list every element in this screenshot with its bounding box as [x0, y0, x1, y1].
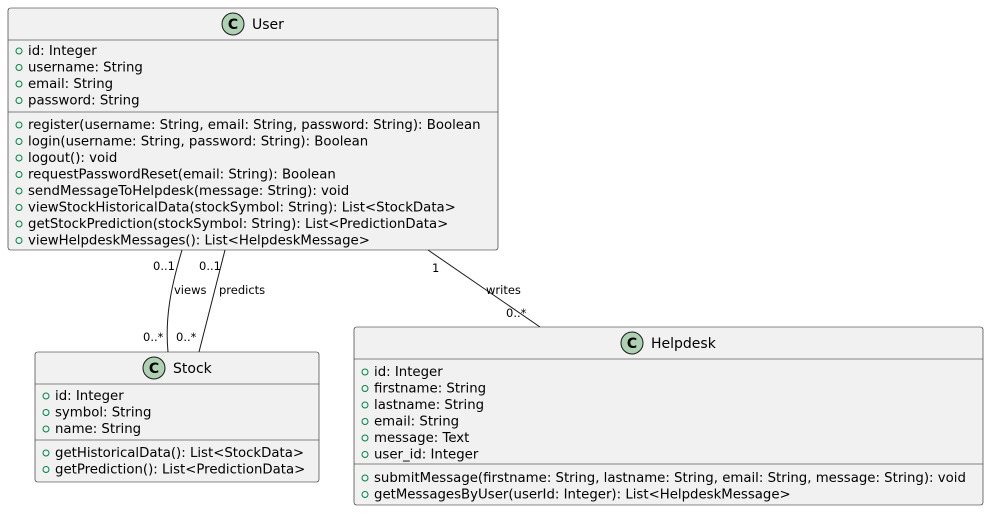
public-visibility-icon — [15, 138, 23, 145]
public-visibility-icon — [361, 385, 369, 392]
user-method: logout(): void — [28, 151, 117, 166]
public-visibility-icon — [42, 425, 50, 433]
public-visibility-icon — [361, 491, 369, 498]
relation-predicts: predicts 0..1 0..* — [176, 249, 265, 353]
class-badge-icon: C — [221, 12, 245, 36]
public-visibility-icon — [361, 434, 369, 442]
helpdesk-attribute: firstname: String — [374, 382, 486, 397]
helpdesk-attribute: message: Text — [374, 431, 469, 446]
public-visibility-icon — [15, 97, 23, 104]
public-visibility-icon — [15, 187, 23, 195]
class-badge-icon: C — [142, 356, 166, 380]
stock-attribute: name: String — [55, 422, 141, 437]
user-method: requestPasswordReset(email: String): Boo… — [28, 168, 336, 183]
views-line — [166, 249, 183, 353]
public-visibility-icon — [42, 392, 50, 400]
class-stock-box — [34, 351, 320, 483]
public-visibility-icon — [361, 368, 369, 376]
predicts-source-multiplicity: 0..1 — [199, 259, 221, 273]
public-visibility-icon — [15, 154, 23, 162]
writes-line — [427, 249, 541, 328]
class-user-box — [7, 7, 499, 251]
views-label: views — [174, 283, 206, 297]
views-source-multiplicity: 0..1 — [153, 259, 175, 273]
public-visibility-icon — [361, 451, 369, 458]
public-visibility-icon — [15, 64, 23, 71]
public-visibility-icon — [361, 401, 369, 409]
writes-target-multiplicity: 0..* — [506, 306, 527, 320]
helpdesk-attribute: lastname: String — [374, 398, 484, 413]
helpdesk-attribute: email: String — [374, 415, 459, 430]
user-method: viewHelpdeskMessages(): List<HelpdeskMes… — [28, 234, 370, 249]
class-user-name: User — [252, 17, 284, 33]
user-method: viewStockHistoricalData(stockSymbol: Str… — [28, 201, 456, 216]
public-visibility-icon — [15, 80, 23, 88]
stock-attribute: symbol: String — [55, 406, 151, 421]
stock-method: getPrediction(): List<PredictionData> — [55, 463, 305, 478]
views-target-multiplicity: 0..* — [143, 330, 164, 344]
user-method: getStockPrediction(stockSymbol: String):… — [28, 217, 448, 232]
public-visibility-icon — [361, 418, 369, 425]
helpdesk-attribute: user_id: Integer — [374, 448, 479, 463]
predicts-label: predicts — [219, 283, 265, 297]
writes-label: writes — [486, 283, 521, 297]
svg-text:C: C — [627, 336, 637, 352]
user-attribute: username: String — [28, 61, 143, 76]
svg-text:C: C — [149, 361, 159, 377]
user-attribute: id: Integer — [28, 44, 97, 59]
public-visibility-icon — [15, 121, 23, 129]
user-method: login(username: String, password: String… — [28, 135, 368, 150]
public-visibility-icon — [42, 449, 50, 457]
public-visibility-icon — [15, 237, 23, 244]
public-visibility-icon — [15, 171, 23, 178]
svg-text:C: C — [228, 17, 238, 33]
class-helpdesk-box — [353, 326, 984, 506]
stock-attribute: id: Integer — [55, 389, 124, 404]
public-visibility-icon — [361, 474, 369, 482]
public-visibility-icon — [42, 409, 50, 416]
predicts-target-multiplicity: 0..* — [176, 330, 197, 344]
user-method: sendMessageToHelpdesk(message: String): … — [28, 184, 349, 199]
public-visibility-icon — [15, 204, 23, 211]
public-visibility-icon — [42, 466, 50, 473]
writes-source-multiplicity: 1 — [432, 261, 439, 275]
class-stock-name: Stock — [173, 361, 213, 377]
user-attribute: password: String — [28, 94, 140, 109]
class-user: C User id: Integer username: Stringemail:… — [7, 7, 499, 251]
helpdesk-attribute: id: Integer — [374, 365, 443, 380]
user-attribute: email: String — [28, 77, 113, 92]
public-visibility-icon — [15, 47, 23, 55]
predicts-line — [198, 249, 226, 353]
helpdesk-method: getMessagesByUser(userId: Integer): List… — [374, 488, 791, 503]
helpdesk-method: submitMessage(firstname: String, lastnam… — [374, 471, 966, 486]
stock-method: getHistoricalData(): List<StockData> — [55, 446, 304, 461]
relation-views: views 0..1 0..* — [143, 249, 206, 353]
public-visibility-icon — [15, 220, 23, 228]
class-badge-icon: C — [620, 331, 644, 355]
relation-writes: writes 1 0..* — [427, 249, 541, 328]
user-method: register(username: String, email: String… — [28, 118, 481, 133]
class-helpdesk-name: Helpdesk — [651, 336, 717, 352]
class-helpdesk: C Helpdesk id: Integer firstname: Stringl… — [353, 326, 984, 506]
